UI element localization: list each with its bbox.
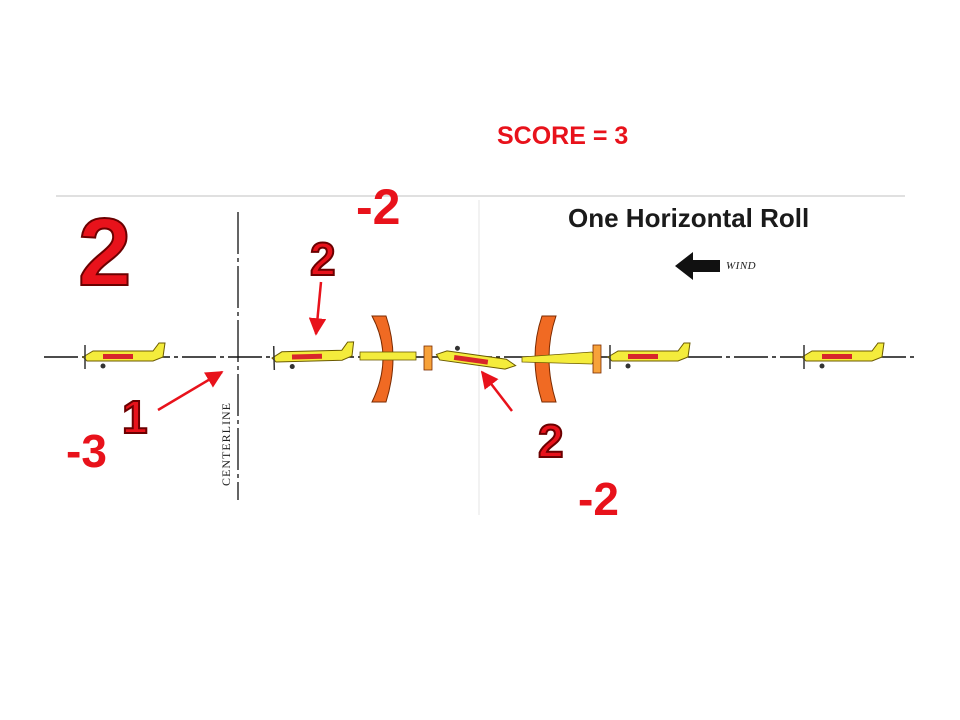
penalty-left: -3 — [66, 425, 107, 477]
aircraft-knife-edge-2-icon — [521, 315, 602, 403]
aircraft-roll-start-icon — [270, 341, 356, 371]
segment-number-inverted: 2 — [537, 415, 565, 467]
score-label: SCORE = 3 — [497, 122, 629, 150]
aircraft-inverted-icon — [435, 345, 517, 370]
wind-label: WIND — [726, 260, 757, 272]
maneuver-title: One Horizontal Roll — [568, 203, 810, 233]
segment-number-roll-start: 2 — [309, 233, 337, 285]
wind-arrow-icon — [675, 252, 720, 280]
pointer-arrow-roll-start — [308, 281, 327, 336]
penalty-bottom: -2 — [578, 473, 619, 525]
centerline-label: CENTERLINE — [219, 402, 233, 486]
penalty-top: -2 — [356, 179, 401, 235]
aircraft-entry-icon — [82, 342, 166, 370]
aircraft-upright-icon — [607, 342, 691, 370]
pointer-arrow-inverted — [480, 370, 513, 412]
pointer-arrow-centerline — [157, 370, 224, 412]
aircraft-knife-edge-1-icon — [359, 315, 433, 403]
segment-number-centerline: 1 — [121, 391, 149, 443]
segment-number-main: 2 — [77, 199, 132, 306]
aircraft-exit-icon — [801, 342, 885, 370]
